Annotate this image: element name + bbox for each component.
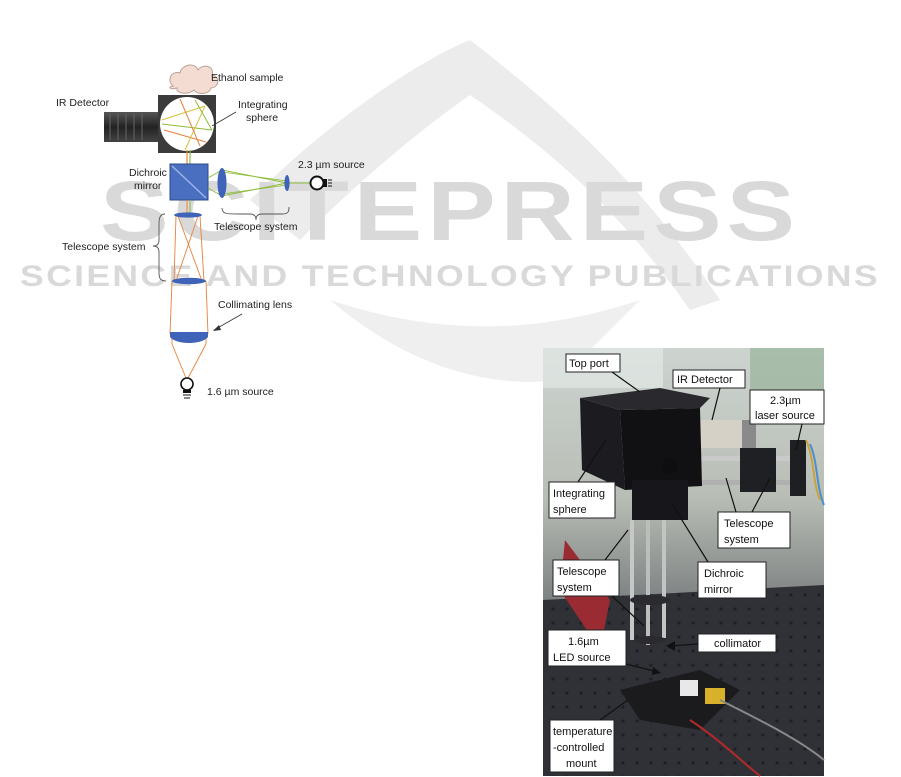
callout-led-source: [547, 629, 627, 667]
leader-telescope-left-a: [604, 529, 629, 561]
callout-dichroic: [697, 561, 767, 599]
label-dichroic-2: mirror: [134, 180, 162, 192]
watermark-swoosh: [250, 40, 720, 310]
leader-telescope-left-b: [611, 595, 645, 627]
leader-integrating: [211, 111, 237, 127]
setup-photo: Top port IR Detector 2.3µm laser source …: [543, 348, 825, 777]
arrowhead-led: [652, 667, 661, 675]
label-telescope-h: Telescope system: [214, 221, 298, 233]
watermark: SCITEPRESS SCIENCE AND TECHNOLOGY PUBLIC…: [20, 40, 880, 382]
label-led-1: 1.6µm: [568, 636, 599, 648]
label-ir-detector: IR Detector: [56, 97, 110, 109]
telescope-lens-small-v: [174, 212, 202, 218]
label-mount-3: mount: [566, 758, 597, 770]
label-telescope-right-2: system: [724, 534, 759, 546]
label-ir-detector-photo: IR Detector: [677, 374, 733, 386]
label-mount-2: -controlled: [553, 742, 604, 754]
telescope-lens-large-v: [172, 277, 206, 285]
label-telescope-left-1: Telescope: [557, 566, 607, 578]
label-telescope-v: Telescope system: [62, 241, 146, 253]
label-ethanol-sample: Ethanol sample: [211, 72, 284, 84]
source-2-3um-bulb: [309, 175, 332, 191]
label-integrating-2: sphere: [246, 112, 278, 124]
label-mount-1: temperature: [553, 726, 612, 738]
integrating-sphere: [158, 95, 216, 164]
label-source-1-6: 1.6 µm source: [207, 386, 274, 398]
arrowhead-collimator: [666, 641, 675, 651]
callout-collimator: [697, 633, 777, 653]
label-laser-2: laser source: [755, 410, 815, 422]
bracket-telescope-v: [152, 213, 167, 282]
label-laser-1: 2.3µm: [770, 395, 801, 407]
label-top-port: Top port: [569, 358, 609, 370]
ir-detector: [104, 112, 162, 142]
leader-integrating-photo: [577, 439, 607, 483]
ethanol-sample-cloud: [169, 64, 219, 94]
telescope-lens-large-h: [217, 168, 227, 198]
label-dichroic-photo-1: Dichroic: [704, 568, 744, 580]
horizontal-telescope: [207, 168, 313, 198]
label-integrating-1: Integrating: [238, 99, 288, 111]
leader-top-port: [611, 371, 641, 393]
label-integrating-photo-2: sphere: [553, 504, 587, 516]
collimating-lens: [170, 332, 208, 343]
label-source-2-3: 2.3 µm source: [298, 159, 365, 171]
bracket-telescope-h: [221, 206, 290, 221]
source-1-6um-bulb: [180, 377, 194, 399]
callout-laser-source: [749, 389, 825, 425]
callout-integrating-sphere: [548, 481, 616, 519]
label-dichroic-1: Dichroic: [129, 167, 167, 179]
dichroic-mirror: [169, 163, 209, 201]
vertical-beam-path: [169, 200, 209, 379]
label-telescope-left-2: system: [557, 582, 592, 594]
label-dichroic-photo-2: mirror: [704, 584, 733, 596]
label-telescope-right-1: Telescope: [724, 518, 774, 530]
callout-telescope-right: [717, 511, 791, 549]
leader-mount: [599, 699, 629, 721]
watermark-brand: SCITEPRESS: [100, 164, 800, 258]
callout-mount: [549, 719, 615, 773]
label-collimator: collimator: [714, 638, 761, 650]
optical-schematic: Ethanol sample IR Detector Integrati: [56, 64, 365, 399]
label-led-2: LED source: [553, 652, 610, 664]
watermark-tagline: SCIENCE AND TECHNOLOGY PUBLICATIONS: [20, 260, 880, 293]
leader-laser: [795, 423, 803, 451]
callout-top-port: [565, 353, 621, 373]
callout-telescope-left: [552, 559, 620, 597]
arrowhead-collimating: [213, 325, 221, 331]
leader-ir-detector: [711, 387, 721, 421]
callout-ir-detector: [672, 369, 746, 389]
telescope-lens-small-h: [284, 175, 290, 191]
label-integrating-photo-1: Integrating: [553, 488, 605, 500]
label-collimating-lens: Collimating lens: [218, 299, 292, 311]
leader-dichroic: [671, 503, 709, 563]
leader-telescope-right-b: [751, 477, 771, 513]
leader-telescope-right-a: [725, 477, 737, 513]
